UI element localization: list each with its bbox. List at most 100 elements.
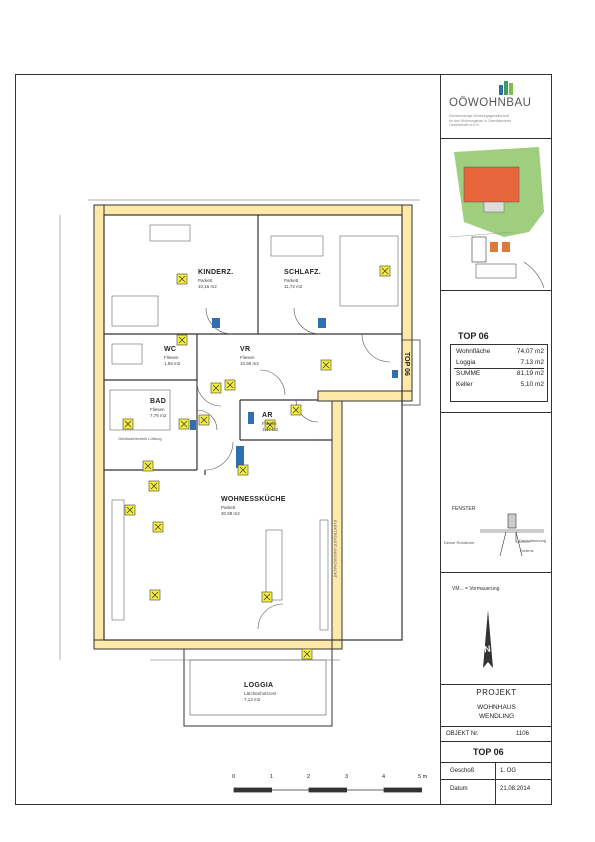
entry [402, 339, 421, 406]
interior-outline [103, 214, 403, 641]
scale-tick-2: 2 [307, 774, 311, 780]
room-label-ar: AR [262, 412, 273, 419]
dimension-lines [59, 199, 420, 661]
room-area-loggia: 7,13 m2 [244, 697, 261, 702]
datum-value: 21.08.2014 [500, 786, 531, 792]
unit-title-2: TOP 06 [473, 747, 504, 757]
drawing-frame [15, 74, 552, 805]
room-label-bad: BAD [150, 398, 167, 405]
project-line-2: WENDLING [478, 713, 515, 720]
bed-kinder [111, 295, 159, 327]
light-marker-cross [178, 275, 186, 283]
wardrobe-schlaf [270, 235, 324, 257]
accent-markers [190, 318, 398, 468]
room-floor-bad: Fliesen [150, 407, 165, 412]
site-plan-thumbnail [444, 142, 550, 288]
geschoss-label: Geschoß [450, 768, 475, 774]
light-marker-cross [151, 591, 159, 599]
objekt-label: OBJEKT Nr. [446, 731, 479, 737]
project-title: PROJEKT [476, 688, 517, 697]
wc-fixture [111, 343, 143, 365]
north-arrow-icon [483, 610, 493, 668]
room-label-kinderz: KINDERZ. [198, 269, 234, 276]
window-label-2: Dachdämmung [519, 538, 547, 543]
datum-label: Datum [450, 786, 468, 792]
scale-bar [233, 787, 422, 793]
light-marker-cross [180, 420, 188, 428]
room-floor-ar: Fliesen [262, 421, 277, 426]
scale-tick-1: 1 [270, 774, 274, 780]
title-block-divider [440, 74, 441, 805]
stair-wall [317, 390, 413, 402]
scale-tick-4: 4 [382, 774, 386, 780]
room-label-wohnkueche: WOHNESSKÜCHE [221, 496, 286, 503]
light-marker-cross [303, 650, 311, 658]
room-area-schlafz: 11,72 m2 [284, 284, 303, 289]
light-marker-cross [263, 593, 271, 601]
room-floor-wohnkueche: Parkett [221, 505, 236, 510]
shaft [319, 519, 329, 631]
light-marker-cross [150, 482, 158, 490]
brand-name: OÖWOHNBAU [449, 97, 532, 109]
light-marker-cross [126, 506, 134, 514]
room-area-ar: 1,47 m2 [262, 427, 279, 432]
bed-schlaf [339, 235, 399, 307]
window-detail-title: FENSTER [452, 506, 476, 512]
kitchen-counter [111, 499, 125, 621]
scale-tick-5: 5 m [418, 774, 428, 780]
furniture [109, 224, 399, 631]
room-label-schlafz: SCHLAFZ. [284, 269, 322, 276]
area-table [450, 344, 548, 402]
room-area-wc: 1,59 m2 [164, 361, 181, 366]
light-marker-cross [144, 462, 152, 470]
light-marker-cross [154, 523, 162, 531]
table [265, 529, 283, 601]
light-marker-cross [292, 406, 300, 414]
room-area-wohnkueche: 30,98 m2 [221, 511, 240, 516]
scale-tick-3: 3 [345, 774, 349, 780]
desk-kinder [149, 224, 191, 242]
geschoss-value: 1. OG [500, 768, 517, 774]
bathtub [109, 389, 171, 431]
light-marker-cross [239, 466, 247, 474]
exterior-walls [93, 204, 413, 650]
unit-title: TOP 06 [458, 331, 489, 341]
room-area-kinderz: 10,16 m2 [198, 284, 217, 289]
project-line-1: WOHNHAUS [477, 704, 516, 711]
shaft-note: ELEKTROLEITUNGSSCHACHT [333, 520, 338, 579]
room-floor-vr: Fliesen [240, 355, 255, 360]
brand-subtitle: Gemeinnützige Wohnungsgesellschaft für d… [449, 114, 512, 127]
top06-entry-label: TOP 06 [403, 352, 410, 376]
window-label-1: Decke Rohdecke [444, 540, 475, 545]
window-label-3: Gesims [520, 548, 534, 553]
room-label-loggia: LOGGIA [244, 682, 274, 689]
light-marker-cross [124, 420, 132, 428]
brand-logo-icon [499, 81, 513, 95]
window-detail-drawing [480, 513, 544, 557]
light-marker-cross [212, 384, 220, 392]
ventilation-note: Gebäudetechnik Lüftung [118, 436, 162, 441]
room-area-bad: 7,76 m2 [150, 413, 167, 418]
room-floor-wc: Fliesen [164, 355, 179, 360]
light-marker-cross [200, 416, 208, 424]
room-floor-loggia: Lärchenholzrost [244, 691, 277, 696]
scale-tick-0: 0 [232, 774, 236, 780]
objekt-value: 1106 [516, 731, 529, 737]
light-marker-cross [178, 336, 186, 344]
light-marker-cross [226, 381, 234, 389]
room-floor-kinderz: Parkett [198, 278, 213, 283]
light-marker-cross [322, 361, 330, 369]
room-area-vr: 10,96 m2 [240, 361, 259, 366]
light-marker-cross [381, 267, 389, 275]
vm-note: VM... = Vormauerung [452, 586, 500, 592]
room-label-wc: WC [164, 346, 177, 353]
door-swings [196, 307, 391, 630]
room-label-vr: VR [240, 346, 251, 353]
north-label: N [483, 643, 492, 655]
